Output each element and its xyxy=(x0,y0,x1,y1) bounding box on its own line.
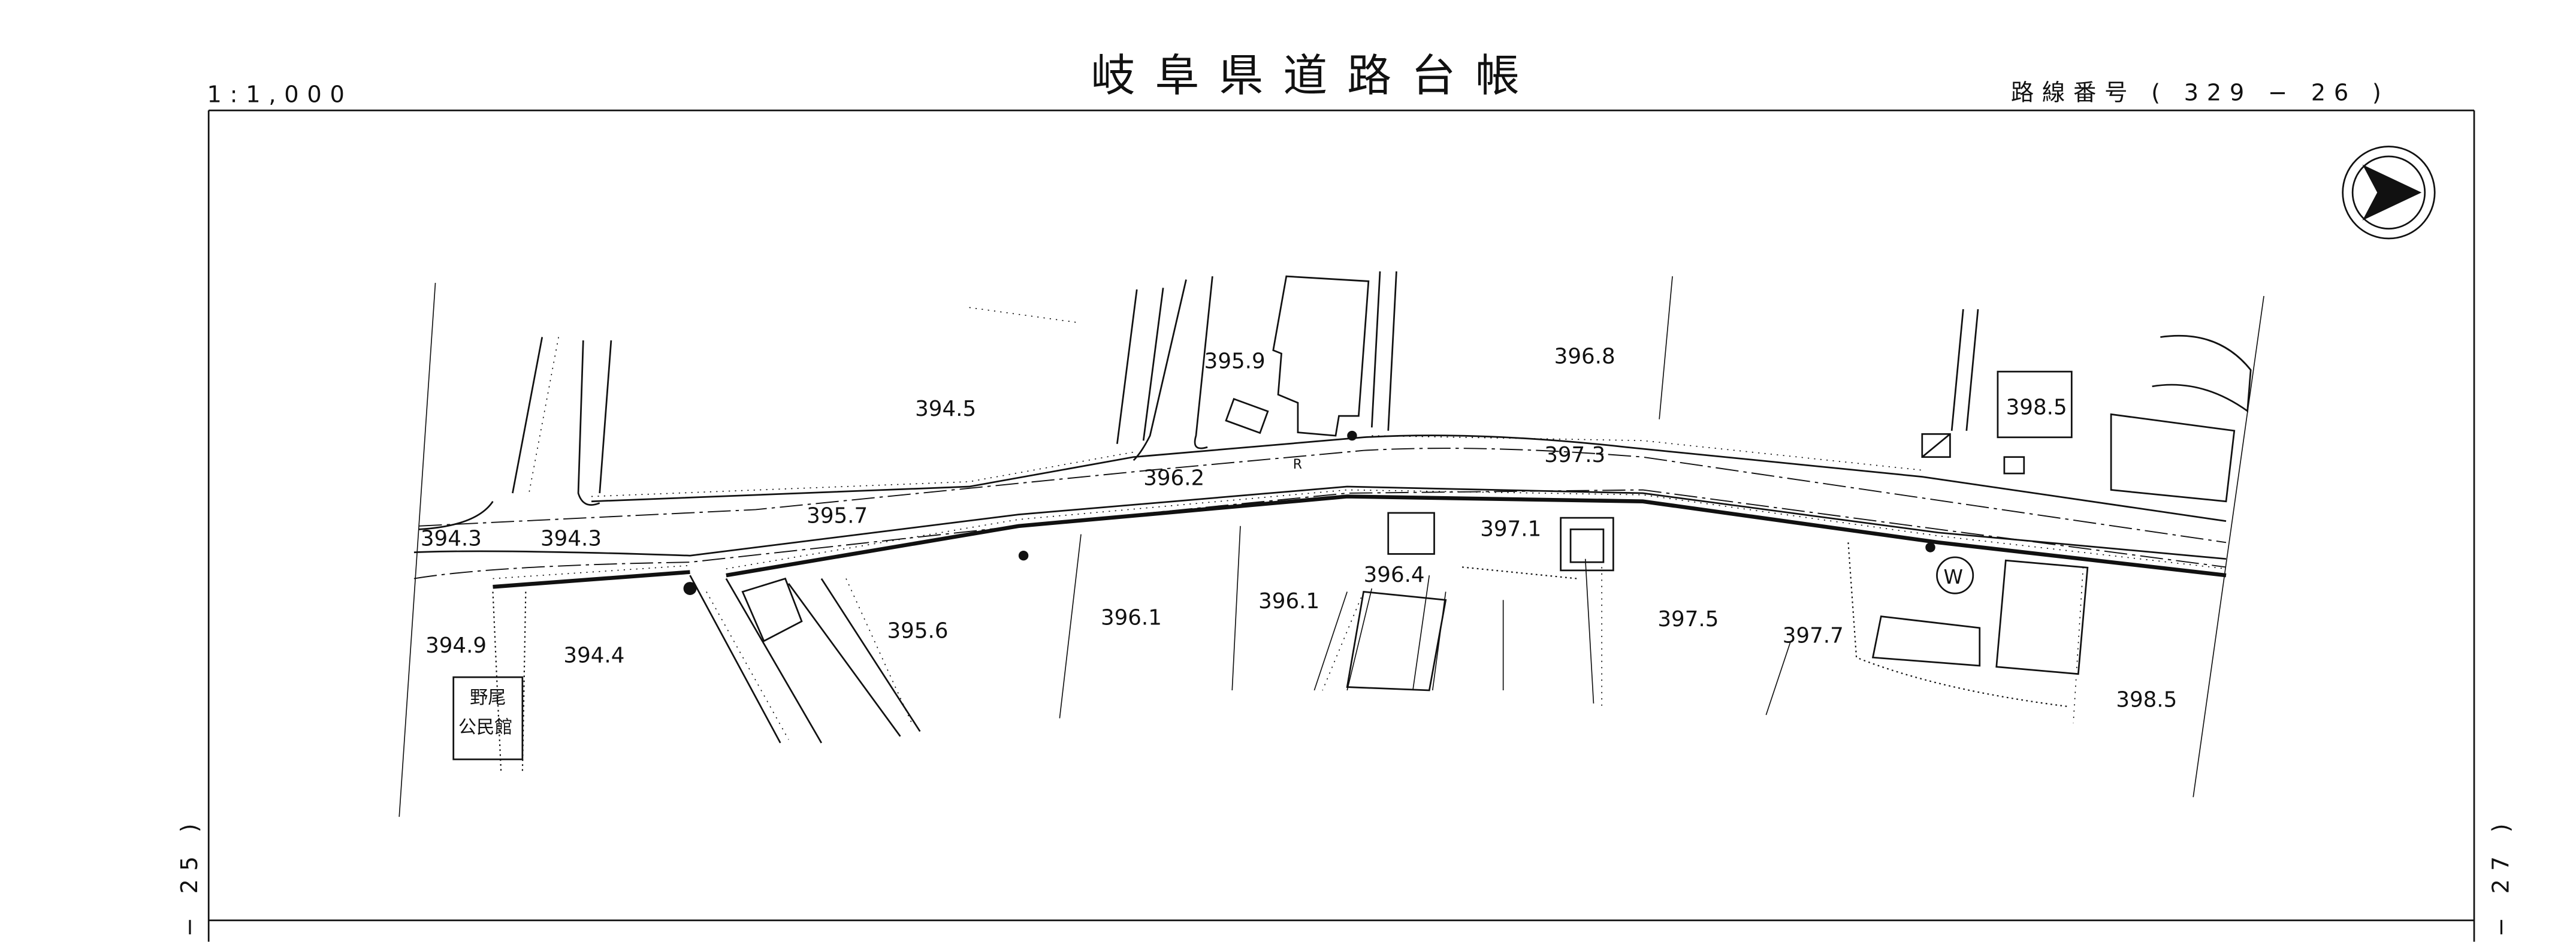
elevation-label: 397.1 xyxy=(1480,517,1541,541)
elevation-labels: 394.5 395.9 396.8 398.5 397.3 396.2 395.… xyxy=(421,344,2177,712)
community-hall: 野尾 公民館 xyxy=(452,676,524,760)
elevation-label: 397.7 xyxy=(1783,624,1844,648)
elevation-label: 396.1 xyxy=(1258,589,1319,614)
elevation-label: 394.5 xyxy=(915,397,976,421)
elevation-label: 394.9 xyxy=(425,633,487,658)
elevation-label: 395.6 xyxy=(887,618,949,643)
elevation-label: 396.2 xyxy=(1143,466,1204,490)
prev-sheet-label: − 25 ) xyxy=(176,816,203,937)
elevation-label: 396.8 xyxy=(1554,344,1615,369)
community-hall-label-2: 公民館 xyxy=(458,717,512,738)
north-arrow-icon xyxy=(2342,146,2436,240)
elevation-label: 394.4 xyxy=(563,643,624,668)
sheet-title: 岐阜県道路台帳 xyxy=(1091,50,1539,101)
elevation-label: 394.3 xyxy=(540,527,602,551)
buildings: 野尾 公民館 W R xyxy=(452,275,2252,760)
elevation-label: 397.5 xyxy=(1657,607,1719,632)
elevation-label: 395.7 xyxy=(807,503,868,528)
elevation-label: 394.3 xyxy=(421,527,482,551)
well-icon: W xyxy=(1936,556,1974,594)
elevation-label: 398.5 xyxy=(2116,687,2177,712)
map-frame xyxy=(207,109,2475,942)
elevation-label: 395.9 xyxy=(1204,349,1266,374)
community-hall-label-1: 野尾 xyxy=(470,687,506,708)
scale-label: 1:1,000 xyxy=(207,81,352,108)
next-sheet-label: − 27 ) xyxy=(2488,816,2515,937)
elevation-label: 396.4 xyxy=(1364,563,1425,587)
elevation-label: 396.1 xyxy=(1101,605,1162,630)
road-network xyxy=(398,271,2264,817)
elevation-label: 397.3 xyxy=(1544,443,1605,467)
route-number: 路線番号 ( 329 − 26 ) xyxy=(2011,80,2390,107)
well-mark: W xyxy=(1943,565,1963,588)
road-mark: R xyxy=(1293,457,1302,472)
elevation-label: 398.5 xyxy=(2006,395,2067,419)
